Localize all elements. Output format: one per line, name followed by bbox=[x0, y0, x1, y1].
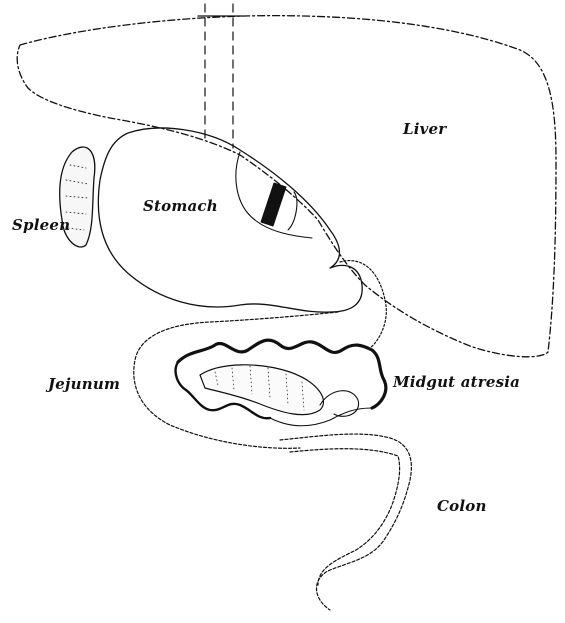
mesentery-loop bbox=[320, 391, 359, 417]
label-spleen: Spleen bbox=[12, 216, 70, 234]
dilated-segment bbox=[200, 365, 323, 415]
label-midgut-atresia: Midgut atresia bbox=[393, 373, 520, 391]
label-stomach: Stomach bbox=[143, 197, 218, 215]
liver-outline bbox=[17, 16, 556, 357]
pylorus-band bbox=[261, 183, 286, 226]
colon-outline-outer bbox=[280, 434, 411, 610]
duodenum-loop bbox=[340, 261, 386, 348]
label-liver: Liver bbox=[403, 120, 446, 138]
stomach-outline bbox=[98, 128, 362, 312]
label-colon: Colon bbox=[437, 497, 487, 515]
label-jejunum: Jejunum bbox=[48, 375, 120, 393]
